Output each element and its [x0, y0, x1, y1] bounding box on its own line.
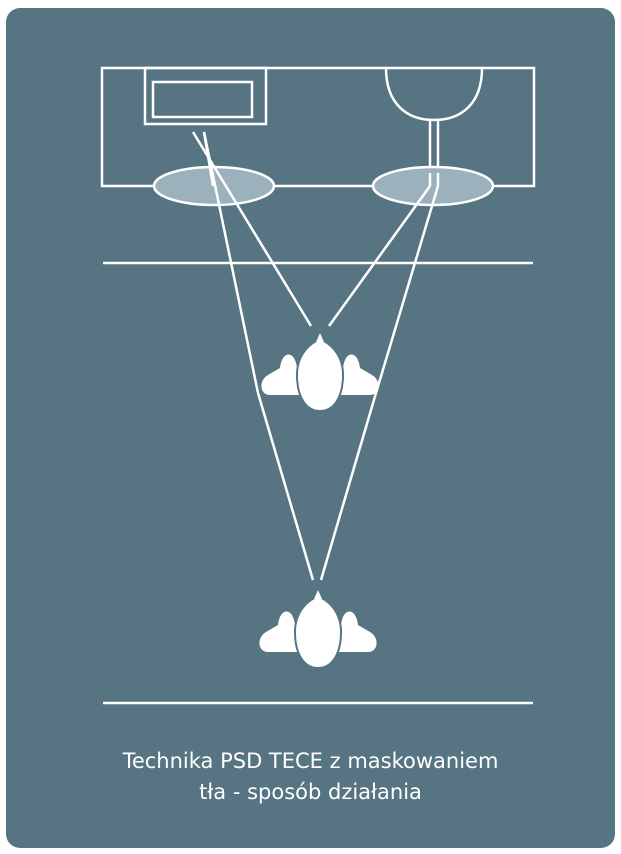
caption-line-1: Technika PSD TECE z maskowaniem — [122, 749, 499, 773]
person-far-icon — [258, 589, 378, 669]
flush-button-outline — [151, 80, 254, 119]
detection-beams — [191, 131, 440, 581]
room-wall-outline — [100, 66, 536, 188]
person-near-icon — [260, 332, 380, 412]
flush-plate-outline — [143, 66, 268, 126]
diagram-card: Technika PSD TECE z maskowaniem tła - sp… — [6, 8, 615, 848]
toilet-bowl-outline — [384, 67, 484, 122]
technique-diagram — [100, 66, 536, 705]
caption-line-2: tła - sposób działania — [199, 780, 422, 804]
diagram-caption: Technika PSD TECE z maskowaniem tła - sp… — [6, 746, 615, 808]
